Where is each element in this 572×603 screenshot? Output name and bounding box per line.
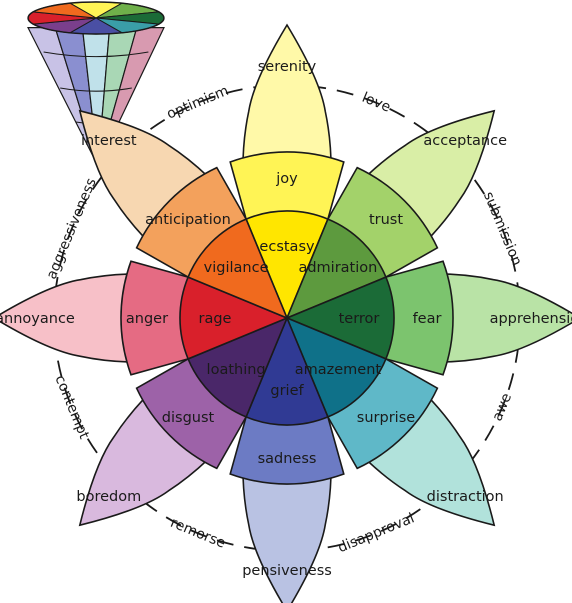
- label-pensiveness: pensiveness: [242, 563, 332, 579]
- label-trust: trust: [369, 212, 403, 228]
- wedge-trust-intense: [285, 218, 387, 320]
- wedge-joy-intense: [245, 210, 329, 321]
- cone-band-line: [43, 51, 149, 58]
- label-interest: interest: [81, 133, 137, 149]
- petal-fear-basic: [385, 260, 454, 376]
- dyad-submission: submission: [480, 189, 525, 268]
- label-admiration: admiration: [298, 260, 377, 276]
- label-anger: anger: [126, 311, 168, 327]
- label-anticipation: anticipation: [145, 212, 231, 228]
- wedge-anger-intense: [179, 276, 290, 360]
- wedge-surprise-intense: [285, 316, 387, 418]
- petal-sadness-basic: [229, 416, 345, 485]
- label-terror: terror: [339, 311, 380, 327]
- wedge-disgust-intense: [187, 316, 289, 418]
- dyad-aggressiveness: aggressiveness: [44, 176, 100, 282]
- dyad-contempt: contempt: [51, 373, 92, 442]
- dyad-love: love: [360, 90, 393, 116]
- dyad-awe: awe: [489, 391, 515, 424]
- label-surprise: surprise: [357, 410, 415, 426]
- label-vigilance: vigilance: [204, 260, 269, 276]
- label-grief: grief: [270, 383, 304, 399]
- petal-joy-basic: [229, 151, 345, 220]
- label-apprehension: apprehension: [490, 311, 572, 327]
- label-acceptance: acceptance: [423, 133, 507, 149]
- dyad-disapproval: disapproval: [336, 510, 417, 556]
- wedge-anticipation-intense: [187, 218, 289, 320]
- label-loathing: loathing: [207, 362, 266, 378]
- label-disgust: disgust: [162, 410, 215, 426]
- label-ecstasy: ecstasy: [259, 239, 315, 255]
- label-amazement: amazement: [295, 362, 382, 378]
- label-annoyance: annoyance: [0, 311, 75, 327]
- label-rage: rage: [199, 311, 232, 327]
- petal-anger-basic: [120, 260, 189, 376]
- cone-band-line: [60, 87, 132, 92]
- petal-disgust-basic: [135, 357, 248, 470]
- wedge-sadness-intense: [245, 315, 329, 426]
- label-distraction: distraction: [427, 489, 504, 505]
- label-sadness: sadness: [258, 451, 317, 467]
- label-fear: fear: [413, 311, 442, 327]
- petal-surprise-basic: [326, 357, 439, 470]
- label-joy: joy: [275, 171, 298, 187]
- dyad-remorse: remorse: [168, 515, 228, 552]
- emotion-labels: serenity joy ecstasy acceptance trust admirat…: [0, 59, 572, 579]
- label-boredom: boredom: [76, 489, 141, 505]
- label-serenity: serenity: [258, 59, 317, 75]
- petal-trust-basic: [326, 166, 439, 279]
- petal-anticipation-basic: [135, 166, 248, 279]
- cone-rim: [27, 1, 165, 35]
- wedge-fear-intense: [284, 276, 395, 360]
- dyad-optimism: optimism: [165, 83, 231, 123]
- emotion-petals: [0, 23, 572, 603]
